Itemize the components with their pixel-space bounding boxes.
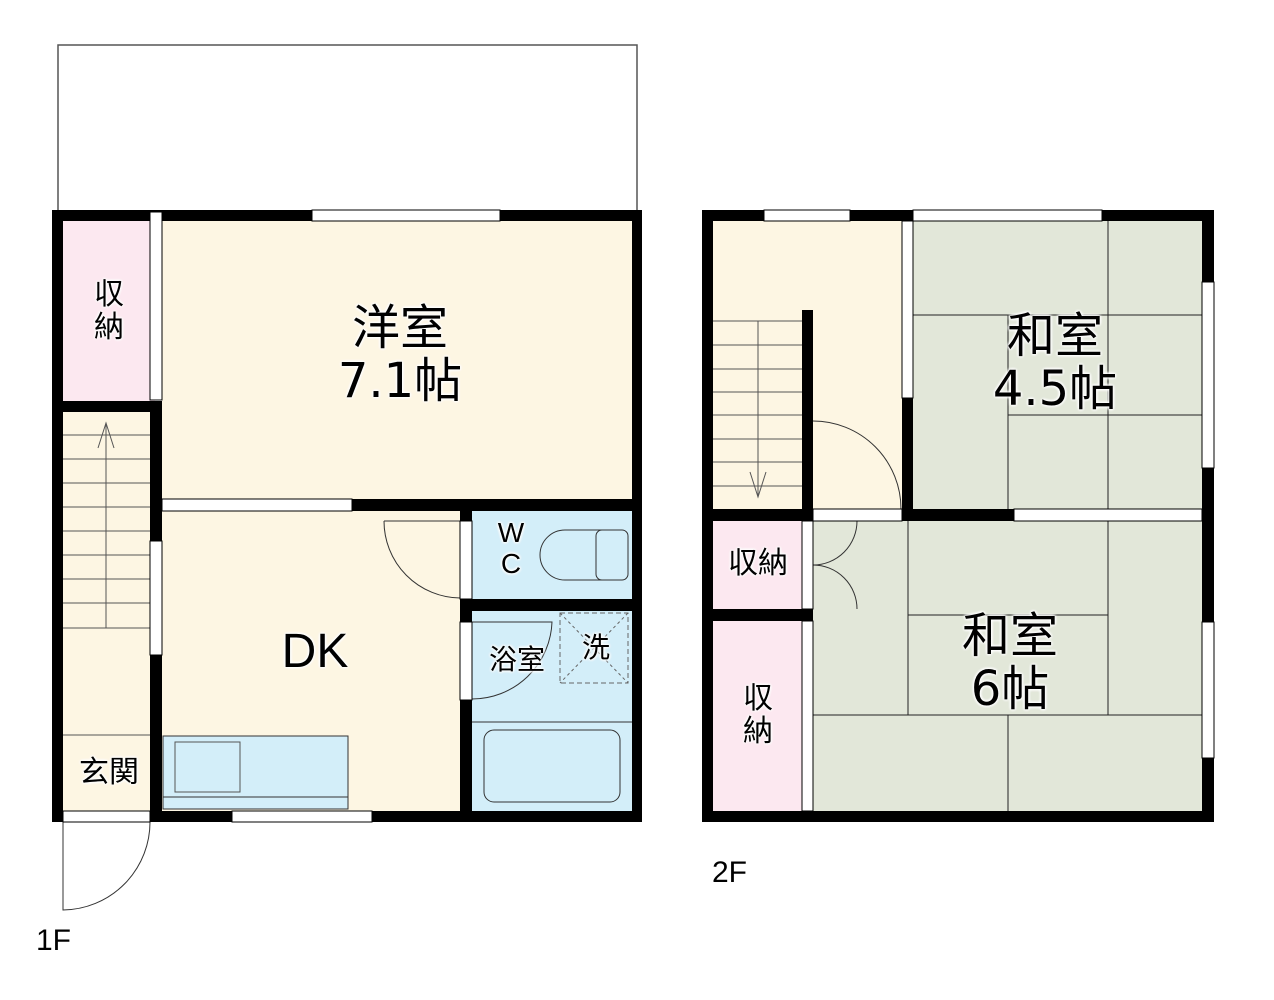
japanese-room-small-name: 和室 — [1006, 308, 1103, 364]
storage-1f-label-line1: 収 — [94, 277, 124, 312]
storage-2f-lower-label: 収 納 — [713, 682, 803, 748]
floor-label-1f: 1F — [36, 924, 72, 957]
wc-label-line1: W — [497, 517, 525, 548]
entrance-label: 玄関 — [79, 755, 139, 790]
storage-1f-label: 収 納 — [63, 278, 155, 344]
japanese-room-large-size: 6帖 — [970, 660, 1050, 717]
storage-2f-upper-label: 収納 — [728, 546, 788, 581]
japanese-room-large-label: 和室 6帖 — [910, 610, 1110, 716]
storage-1f-fill — [63, 221, 155, 401]
balcony-outline — [57, 44, 638, 210]
storage-1f-label-line2: 納 — [94, 310, 124, 345]
japanese-room-large-name: 和室 — [961, 608, 1058, 664]
storage-2f-lower-label-line1: 収 — [743, 681, 773, 716]
japanese-room-small-label: 和室 4.5帖 — [950, 310, 1160, 416]
western-room-label: 洋室 7.1帖 — [290, 302, 510, 408]
wc-label-line2: C — [500, 547, 522, 579]
western-room-name: 洋室 — [351, 300, 448, 356]
wc-label: W C — [486, 517, 536, 580]
stair-entrance-fill — [63, 412, 155, 812]
bathroom-label: 浴室 — [488, 643, 545, 676]
dk-label: DK — [281, 625, 349, 678]
floor-label-2f: 2F — [712, 856, 748, 889]
western-room-size: 7.1帖 — [337, 352, 463, 409]
western-room-fill — [162, 221, 632, 499]
storage-2f-lower-label-line2: 納 — [743, 714, 773, 749]
washer-label: 洗 — [581, 631, 610, 664]
japanese-room-small-size: 4.5帖 — [992, 360, 1118, 417]
